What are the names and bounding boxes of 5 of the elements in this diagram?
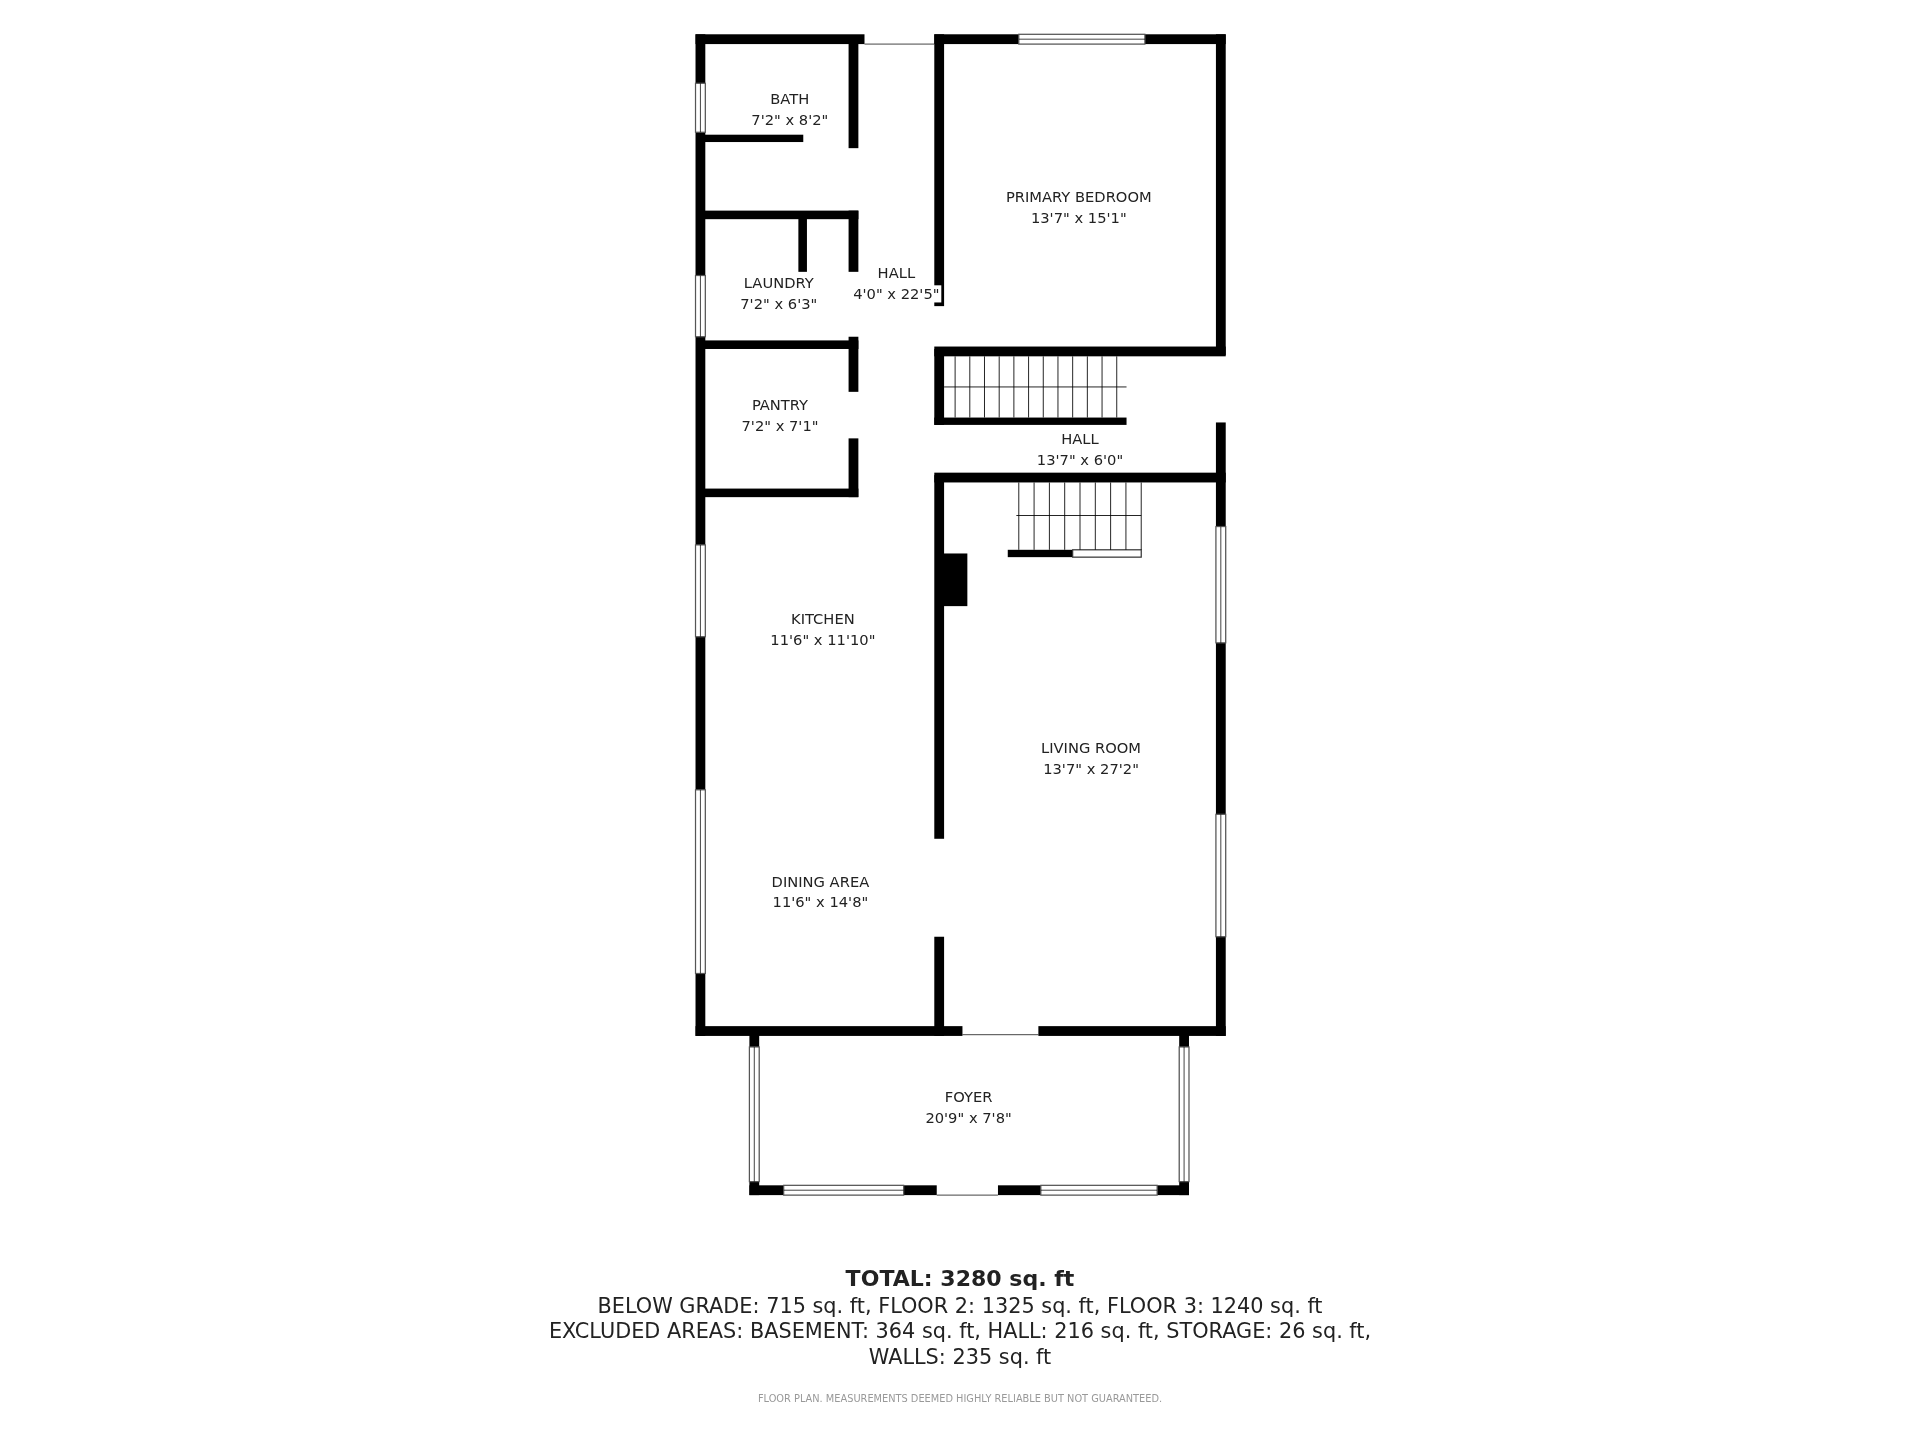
excluded-areas-summary: EXCLUDED AREAS: BASEMENT: 364 sq. ft, HALL: 216 sq. ft, STORAGE: 26 sq. ft, WALLS: 235 sq. ft	[547, 1318, 1373, 1371]
total-area-heading: TOTAL: 3280 sq. ft	[844, 1264, 1076, 1291]
floor-area-summary: BELOW GRADE: 715 sq. ft, FLOOR 2: 1325 sq. ft, FLOOR 3: 1240 sq. ft	[596, 1293, 1324, 1319]
room-dimensions: 4'0" x 22'5"	[851, 285, 941, 303]
disclaimer-note: FLOOR PLAN. MEASUREMENTS DEEMED HIGHLY RELIABLE BUT NOT GUARANTEED.	[756, 1393, 1164, 1406]
